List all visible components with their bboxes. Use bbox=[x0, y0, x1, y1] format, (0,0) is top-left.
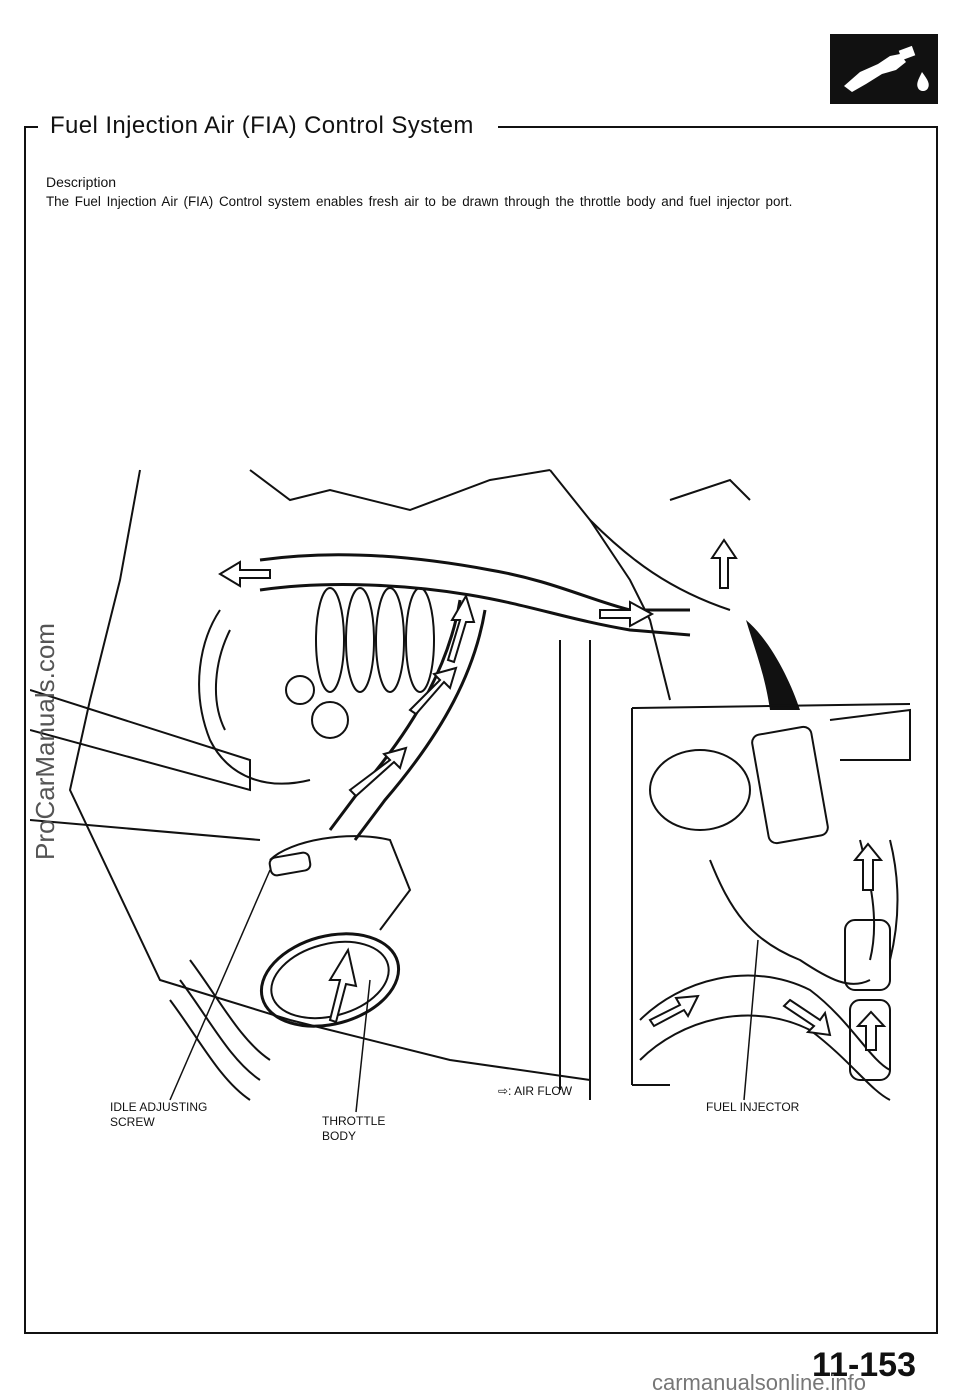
description-heading: Description bbox=[46, 174, 117, 190]
air-flow-arrows bbox=[218, 538, 738, 1024]
description-text: The Fuel Injection Air (FIA) Control sys… bbox=[46, 194, 793, 209]
fia-system-diagram bbox=[30, 469, 911, 1113]
fuel-injector-inset bbox=[631, 703, 911, 1101]
frame-top-right-edge bbox=[498, 126, 938, 128]
fuel-injector-label: FUEL INJECTOR bbox=[706, 1100, 800, 1114]
throttle-body-label: THROTTLE BODY bbox=[322, 1114, 386, 1143]
air-flow-label: AIR FLOW bbox=[514, 1084, 573, 1098]
shadow-wedge bbox=[746, 620, 800, 710]
leader-lines bbox=[169, 869, 759, 1113]
idle-adjusting-screw-label: IDLE ADJUSTING SCREW bbox=[110, 1100, 208, 1129]
air-flow-arrow-icon: ⇨: bbox=[498, 1084, 512, 1098]
footer-watermark: carmanualsonline.info bbox=[652, 1370, 867, 1395]
air-flow-legend: ⇨: AIR FLOW bbox=[498, 1084, 572, 1099]
engine-illustration bbox=[30, 469, 751, 1101]
page-number: 11-153 bbox=[812, 1346, 916, 1384]
side-watermark: ProCarManuals.com bbox=[30, 623, 60, 860]
frame-top-left-edge bbox=[24, 126, 38, 128]
fuel-nozzle-icon bbox=[844, 45, 929, 92]
section-frame bbox=[24, 126, 938, 1334]
section-title: Fuel Injection Air (FIA) Control System bbox=[50, 112, 474, 139]
fuel-system-badge bbox=[830, 34, 938, 104]
